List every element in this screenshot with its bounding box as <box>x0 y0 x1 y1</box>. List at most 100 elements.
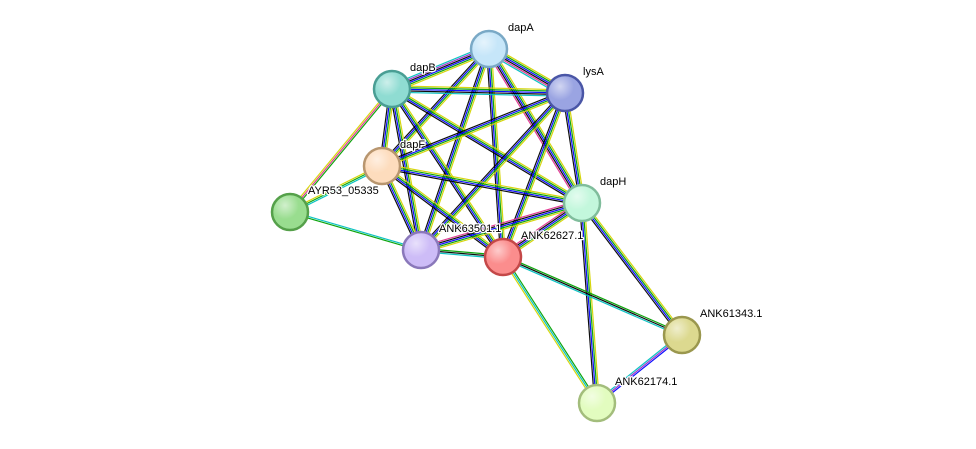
node-label: dapB <box>410 62 436 74</box>
node-label: ANK63501.1 <box>439 223 501 235</box>
edge-evidence-line <box>500 91 564 257</box>
edge-dapB-dapH <box>390 86 584 206</box>
node-dapA[interactable]: dapA <box>469 21 536 69</box>
node-label: ANK61343.1 <box>700 308 762 320</box>
edge-dapB-lysA <box>391 85 566 97</box>
edge-dapH-ANK63501.1 <box>419 199 584 254</box>
node-ANK61343.1[interactable]: ANK61343.1 <box>662 307 764 355</box>
edge-evidence-line <box>580 203 682 336</box>
node-label: ANK62174.1 <box>615 376 677 388</box>
edge-evidence-line <box>419 92 565 250</box>
edge-evidence-line <box>382 94 567 169</box>
edge-evidence-line <box>379 46 488 165</box>
edge-dapH-ANK62174.1 <box>579 202 600 404</box>
edge-evidence-line <box>391 91 565 97</box>
edge-dapH-ANK61343.1 <box>579 201 685 337</box>
edge-evidence-line <box>392 86 566 93</box>
node-dapB[interactable]: dapB <box>372 61 437 109</box>
edge-evidence-line <box>583 201 685 334</box>
node-highlight <box>472 32 506 66</box>
edge-evidence-line <box>419 48 489 250</box>
node-dapH[interactable]: dapH <box>562 175 628 223</box>
edge-evidence-line <box>418 90 564 249</box>
node-label: dapF <box>400 139 425 151</box>
edge-evidence-line <box>383 163 505 256</box>
edge-evidence-line <box>502 257 682 338</box>
node-label: dapH <box>600 176 626 188</box>
node-AYR53_05335[interactable]: AYR53_05335 <box>270 184 380 232</box>
edge-evidence-line <box>491 47 586 202</box>
node-label: AYR53_05335 <box>308 185 379 197</box>
edge-evidence-line <box>421 205 584 254</box>
edge-lysA-dapF <box>380 90 567 169</box>
edge-evidence-line <box>421 93 567 251</box>
node-layer: dapA dapB lysA dapF AYR53_05335 dapH ANK63501.… <box>270 21 764 423</box>
node-lysA[interactable]: lysA <box>545 65 606 113</box>
edge-evidence-line <box>290 89 394 214</box>
node-highlight <box>665 318 699 352</box>
edge-evidence-line <box>579 203 596 404</box>
edge-ANK62627.1-ANK61343.1 <box>502 254 683 338</box>
node-highlight <box>404 233 438 267</box>
edge-evidence-line <box>421 49 491 251</box>
node-ANK62627.1[interactable]: ANK62627.1 <box>483 229 585 277</box>
edge-dapA-ANK63501.1 <box>418 48 492 251</box>
edge-evidence-line <box>487 49 582 205</box>
node-highlight <box>565 186 599 220</box>
edge-evidence-line <box>390 90 582 206</box>
edge-ANK62627.1-ANK62174.1 <box>501 255 599 405</box>
edge-evidence-line <box>288 87 392 212</box>
edge-AYR53_05335-ANK63501.1 <box>289 210 422 252</box>
node-ANK63501.1[interactable]: ANK63501.1 <box>401 222 503 270</box>
edge-evidence-line <box>391 89 582 205</box>
edge-evidence-line <box>580 203 597 404</box>
edge-dapB-AYR53_05335 <box>288 87 394 214</box>
edge-evidence-line <box>503 254 683 335</box>
edge-evidence-line <box>289 88 393 213</box>
edge-evidence-line <box>502 256 598 404</box>
node-highlight <box>375 72 409 106</box>
edge-evidence-line <box>380 90 565 165</box>
edge-evidence-line <box>380 167 502 260</box>
edge-evidence-line <box>422 49 492 251</box>
edge-dapF-dapH <box>381 163 583 206</box>
edge-evidence-line <box>504 93 568 259</box>
edge-evidence-line <box>422 94 568 253</box>
node-dapF[interactable]: dapF <box>362 138 427 186</box>
node-highlight <box>548 76 582 110</box>
edge-evidence-line <box>382 164 583 203</box>
edge-evidence-line <box>502 256 683 336</box>
edge-evidence-line <box>392 86 584 202</box>
edge-evidence-line <box>392 87 583 203</box>
node-ANK62174.1[interactable]: ANK62174.1 <box>577 375 679 423</box>
edge-evidence-line <box>501 257 597 405</box>
edge-evidence-line <box>503 255 599 403</box>
edge-evidence-line <box>420 200 582 250</box>
edge-evidence-line <box>290 210 422 250</box>
node-highlight <box>273 195 307 229</box>
edge-evidence-line <box>381 91 565 166</box>
edge-evidence-line <box>579 204 681 337</box>
edge-evidence-line <box>391 89 565 96</box>
edge-evidence-line <box>419 199 582 248</box>
edge-evidence-line <box>421 203 583 253</box>
edge-lysA-ANK63501.1 <box>418 90 568 253</box>
edge-evidence-line <box>391 88 566 94</box>
node-label: lysA <box>583 66 604 78</box>
edge-evidence-line <box>382 93 566 168</box>
node-label: dapA <box>508 22 534 34</box>
edge-evidence-line <box>583 202 600 403</box>
edge-evidence-line <box>382 163 583 202</box>
edge-evidence-line <box>289 212 421 252</box>
edge-evidence-line <box>381 167 582 206</box>
edge-evidence-line <box>389 89 420 251</box>
node-highlight <box>580 386 614 420</box>
edge-evidence-line <box>420 202 583 251</box>
edge-evidence-line <box>503 93 567 258</box>
node-highlight <box>365 149 399 183</box>
edge-evidence-line <box>382 164 504 257</box>
edge-evidence-line <box>381 166 503 259</box>
edge-evidence-line <box>381 166 582 205</box>
edge-evidence-line <box>501 92 565 257</box>
